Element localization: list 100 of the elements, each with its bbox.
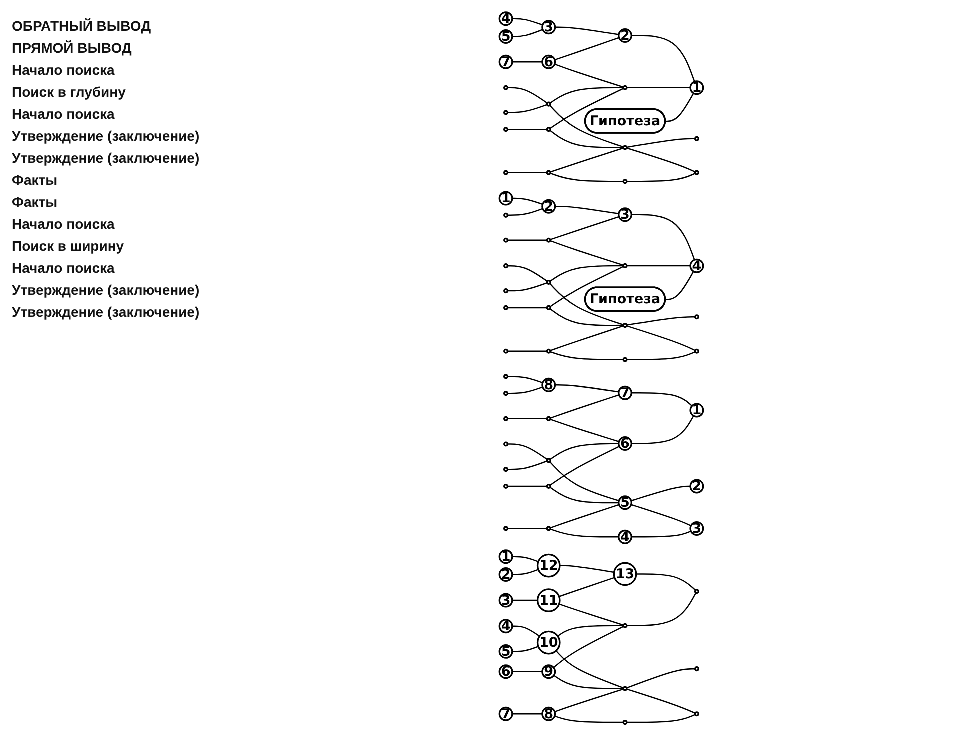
connector — [554, 37, 620, 61]
node-circle: 6 — [498, 664, 514, 680]
connector — [550, 528, 619, 538]
node-circle: 10 — [536, 630, 561, 655]
connector — [626, 325, 696, 352]
node-circle: 2 — [542, 199, 556, 214]
node-circle — [694, 666, 700, 672]
node-circle: 4 — [690, 258, 704, 274]
caption-text: Утверждение (заключение) — [12, 150, 201, 166]
node-circle — [504, 127, 509, 132]
node-circle: 3 — [542, 20, 556, 35]
connector — [550, 88, 624, 130]
connector — [555, 206, 620, 215]
node-circle — [694, 712, 700, 717]
connector — [550, 418, 620, 442]
node-circle — [546, 170, 552, 176]
connector — [508, 129, 548, 130]
node-circle: 12 — [536, 554, 561, 578]
node-circle — [504, 374, 509, 380]
connector — [555, 384, 620, 393]
node-circle — [546, 526, 552, 532]
node-circle — [546, 305, 552, 310]
connector — [636, 574, 696, 591]
connector — [666, 271, 694, 300]
connector — [512, 29, 544, 38]
node-circle — [504, 212, 509, 218]
connector — [666, 93, 694, 122]
node-circle — [504, 85, 509, 90]
connector — [508, 376, 544, 384]
node-circle — [546, 127, 552, 132]
node-circle — [622, 145, 628, 150]
connector — [512, 556, 539, 562]
node-circle: 7 — [498, 54, 514, 70]
connector — [508, 386, 544, 394]
connector — [626, 265, 691, 267]
node-circle — [622, 263, 628, 268]
connector — [508, 350, 548, 352]
connector — [632, 35, 696, 82]
connector — [550, 394, 620, 419]
node-circle: 6 — [618, 436, 632, 452]
connector — [550, 148, 624, 173]
connector — [626, 714, 696, 724]
caption-text: Утверждение (заключение) — [12, 304, 201, 320]
node-circle — [694, 348, 700, 354]
connector — [632, 392, 693, 407]
connector — [555, 26, 620, 36]
node-circle — [504, 467, 509, 472]
connector — [550, 486, 619, 504]
caption-text: Начало поиска — [12, 62, 116, 78]
connector — [550, 265, 624, 282]
node-circle — [622, 623, 628, 628]
node-circle: 4 — [498, 12, 514, 26]
node-circle — [504, 526, 509, 532]
node-circle: 4 — [498, 619, 514, 634]
caption-text: ОБРАТНЫЙ ВЫВОД — [12, 18, 152, 34]
connector — [508, 307, 548, 309]
connector — [632, 416, 694, 444]
connector — [626, 172, 696, 182]
node-circle — [504, 288, 509, 294]
caption-text: Утверждение (заключение) — [12, 282, 201, 298]
connector — [559, 577, 615, 598]
connector — [626, 87, 691, 89]
connector — [554, 688, 624, 713]
connector — [560, 565, 614, 574]
node-circle: 3 — [498, 593, 514, 608]
connector — [556, 650, 624, 689]
connector — [508, 172, 548, 174]
caption-text: Начало поиска — [12, 106, 116, 122]
connector — [550, 446, 620, 486]
connector — [508, 240, 548, 242]
connector — [553, 626, 624, 668]
node-circle: 13 — [613, 562, 638, 586]
connector — [550, 130, 624, 148]
node-circle: 5 — [498, 644, 514, 659]
connector — [550, 216, 620, 240]
node-circle: 2 — [618, 28, 632, 44]
connector — [512, 626, 540, 637]
connector — [626, 668, 696, 689]
node-circle — [622, 720, 628, 726]
connector — [558, 625, 624, 637]
node-circle: 1 — [498, 550, 514, 564]
connector — [550, 283, 624, 326]
connector — [631, 504, 692, 527]
connector — [626, 351, 696, 360]
node-circle: 5 — [498, 30, 514, 44]
node-circle — [694, 136, 700, 142]
node-circle — [694, 314, 700, 320]
caption-text: Поиск в ширину — [12, 238, 126, 254]
node-circle: 5 — [618, 496, 632, 510]
node-circle: 7 — [498, 706, 514, 722]
connector — [508, 265, 548, 282]
node-circle — [504, 484, 509, 490]
connector — [550, 461, 620, 502]
node-circle — [694, 589, 700, 594]
connector — [550, 325, 624, 352]
connector — [508, 87, 548, 104]
connector — [508, 486, 548, 488]
connector — [512, 600, 538, 602]
connector — [550, 172, 624, 182]
connector — [508, 282, 548, 292]
